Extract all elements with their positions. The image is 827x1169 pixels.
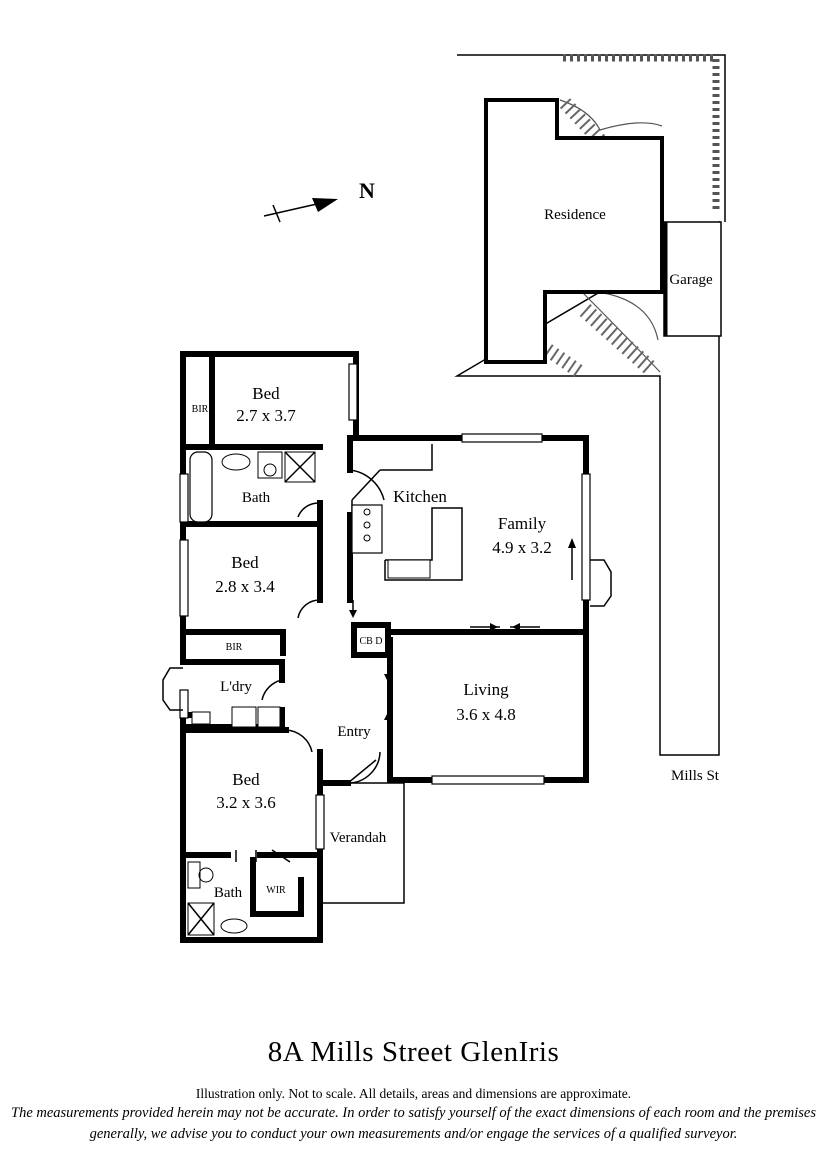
wir-label: WIR [266,885,286,896]
garage-label: Garage [669,272,713,288]
unit-floor-plan: Bed 2.7 x 3.7 BIR Bath Kitchen Family 4.… [162,351,612,943]
toilet2-icon [187,861,201,889]
property-title: 8A Mills Street GlenIris [267,1036,560,1068]
bed1-size: 2.7 x 3.7 [236,406,296,425]
family-window-top [461,433,543,443]
bed2-window [179,539,189,617]
disclaimer-short: Illustration only. Not to scale. All det… [195,1086,632,1101]
residence-label: Residence [544,207,606,223]
garden-hedge [563,54,720,210]
entry-label: Entry [337,724,371,740]
bed2-name: Bed [231,553,259,572]
living-name: Living [463,680,509,699]
bath1-window [179,473,189,523]
bed3-window [315,794,325,850]
site-plan: Residence Garage Mills St [454,54,726,784]
street-label: Mills St [671,768,720,784]
bed2-size: 2.8 x 3.4 [215,577,275,596]
bir1-label: BIR [192,404,209,415]
bathtub-icon [189,451,213,523]
laundry-window [179,689,189,719]
disclaimer-long: The measurements provided herein may not… [11,1105,816,1142]
bath1-label: Bath [242,490,271,506]
trough-icon [191,711,211,725]
floor-plan: Residence Garage Mills St N [162,54,726,943]
bed3-size: 3.2 x 3.6 [216,793,276,812]
kitchen-label: Kitchen [393,487,447,506]
washer-icon [231,706,257,728]
bath2-label: Bath [214,885,243,901]
sink-icon [387,559,431,579]
cooktop-icon [351,504,383,554]
family-name: Family [498,514,547,533]
dryer-icon [257,706,281,728]
toilet-icon [257,451,283,479]
residence-outline [484,98,664,364]
bed1-name: Bed [252,384,280,403]
cbd-label: CB D [359,636,382,647]
north-arrow-icon: N [263,178,375,223]
kitchen-bench [351,444,463,581]
verandah-label: Verandah [330,830,387,846]
bed1-window [348,363,358,421]
garage-outline [663,221,722,337]
family-window-side [581,473,591,601]
living-size: 3.6 x 4.8 [456,705,516,724]
verandah-outline [318,782,405,904]
laundry-label: L'dry [220,679,252,695]
basin-icon [221,453,251,471]
basin2-icon [220,918,248,934]
bed3-name: Bed [232,770,260,789]
living-window [431,775,545,785]
family-size: 4.9 x 3.2 [492,538,552,557]
north-label: N [359,178,375,203]
bir2-label: BIR [226,642,243,653]
